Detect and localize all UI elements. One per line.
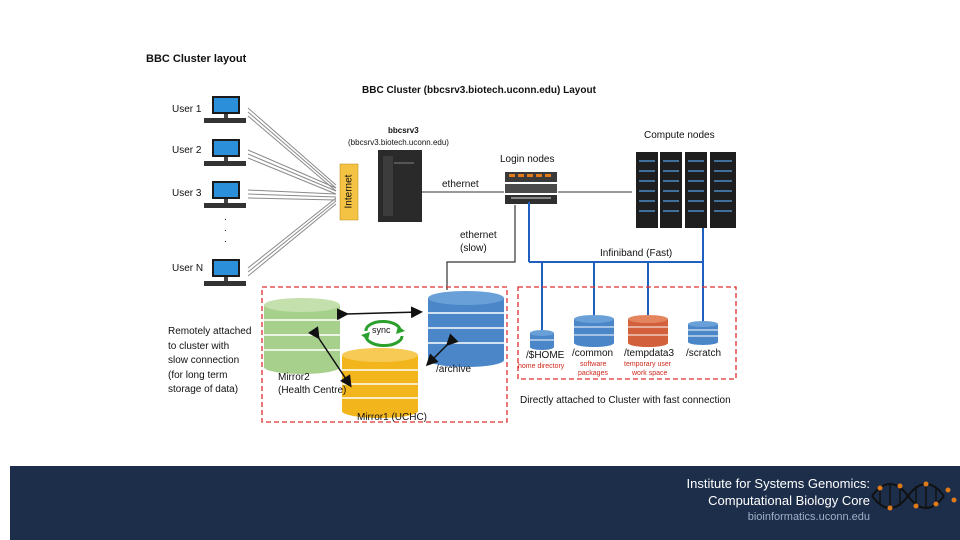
user-label-n: User N [172,263,204,274]
remote-desc-line: Remotely attached [168,326,252,337]
login-nodes-label: Login nodes [500,154,555,165]
infiniband-links [528,202,704,330]
login-switch-icon [505,172,557,204]
home-path-label: /$HOME [526,350,565,361]
tempdata3-caption-2: work space [632,370,668,377]
mirror-archive-arrow [336,306,423,321]
internet-box [339,163,359,221]
remote-desc-line: (for long term [168,369,228,381]
mirror1-disk-icon [342,348,418,418]
tempdata3-disk-icon [628,315,668,347]
remote-storage-box [261,286,508,423]
cluster-diagram [204,96,737,423]
common-path-label: /common [572,348,614,359]
direct-caption: Directly attached to Cluster with fast c… [520,395,731,406]
archive-mirror1-arrow [425,333,459,367]
compute-nodes-label: Compute nodes [644,130,715,141]
server-host: (bbcsrv3.biotech.uconn.edu) [348,138,449,147]
user-label-3: User 3 [172,188,202,199]
slide-heading: BBC Cluster layout [146,53,247,65]
user-label-1: User 1 [172,104,202,115]
diagram-title: BBC Cluster (bbcsrv3.biotech.uconn.edu) … [362,85,596,96]
mirror2-mirror1-arrow [308,326,352,388]
remote-description: Remotely attached to cluster with slow c… [168,325,251,398]
ethernet-slow-label: ethernet [460,230,497,241]
common-caption-1: software [580,361,607,368]
computer-icon-user-2 [204,139,246,166]
infiniband-label: Infiniband (Fast) [600,248,673,259]
footer-line-1: Institute for Systems Genomics: [686,476,870,491]
remote-desc-line: storage of data) [168,384,239,395]
tempdata3-caption-1: temporary user [624,361,672,368]
tempdata3-path-label: /tempdata3 [624,348,675,359]
home-caption: home directory [518,363,565,370]
mirror2-disk-icon [264,298,340,374]
home-disk-icon [530,330,554,350]
footer-bar: Institute for Systems Genomics: Computat… [10,466,960,540]
computer-icon-user-3 [204,181,246,208]
mirror2-label: Mirror2 [278,372,310,383]
ethernet-slow-sub: (slow) [460,243,487,254]
remote-desc-line: to cluster with [168,340,230,352]
remote-desc-line: slow connection [168,355,240,366]
server-name: bbcsrv3 [388,126,419,135]
scratch-disk-icon [688,321,718,345]
archive-disk-icon [428,291,504,367]
scratch-path-label: /scratch [686,348,722,359]
sync-arrowhead-2 [361,332,370,340]
user-label-2: User 2 [172,145,202,156]
user-links [247,107,337,277]
archive-label: /archive [436,364,472,375]
mirror1-label: Mirror1 (UCHC) [357,412,427,423]
dna-logo-icon [871,481,957,511]
compute-rack-icon [636,152,736,228]
footer-line-3: bioinformatics.uconn.edu [747,511,870,523]
computer-icon-user-1 [204,96,246,123]
internet-label: Internet [343,174,355,209]
computer-icon-user-n [204,259,246,286]
sync-label: sync [372,325,391,335]
footer-line-2: Computational Biology Core [708,493,870,508]
slow-ethernet-link [446,205,516,290]
common-disk-icon [574,315,614,347]
sync-arrowhead-1 [396,326,405,334]
server-tower-icon [378,150,422,222]
common-caption-2: packages [578,370,608,377]
users-ellipsis: . . . [224,212,227,245]
ethernet-label: ethernet [442,179,479,190]
mirror2-sub: (Health Centre) [278,385,347,396]
direct-storage-box [517,286,737,380]
